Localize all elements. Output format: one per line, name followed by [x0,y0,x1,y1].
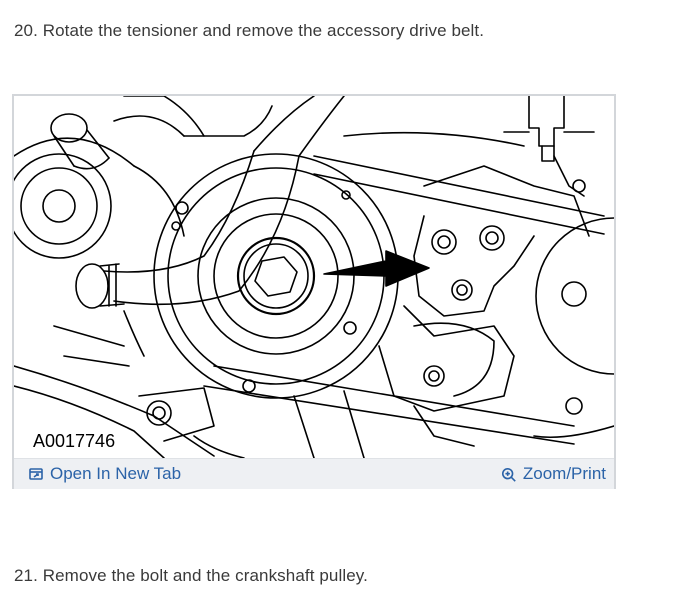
zoom-print-link[interactable]: Zoom/Print [501,464,606,484]
external-window-icon [28,466,44,482]
open-in-new-tab-link[interactable]: Open In New Tab [28,464,181,484]
step-20-text: 20. Rotate the tensioner and remove the … [14,21,485,40]
step-21-text: 21. Remove the bolt and the crankshaft p… [14,566,368,585]
open-in-new-tab-label: Open In New Tab [50,464,182,483]
figure-toolbar: Open In New Tab Zoom/Print [14,458,614,489]
figure-card: A0017746 Open In New Tab Zoom/Print [12,94,616,489]
tensioner-diagram-image: A0017746 [14,96,614,458]
magnifier-plus-icon [501,466,517,482]
zoom-print-label: Zoom/Print [522,464,606,483]
figure-code-label: A0017746 [31,431,118,452]
